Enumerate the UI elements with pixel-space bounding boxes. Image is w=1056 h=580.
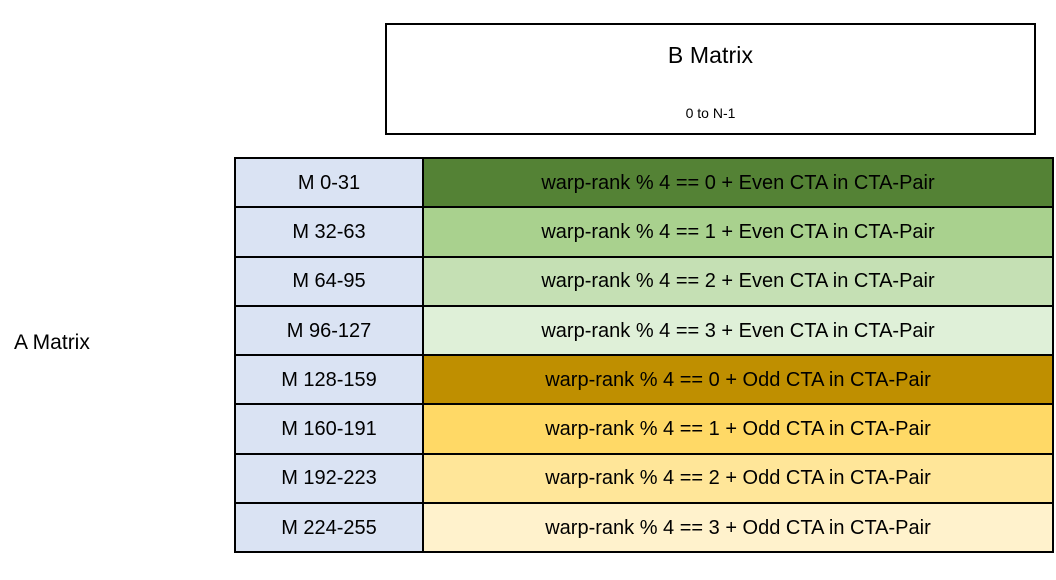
row-description-cell: warp-rank % 4 == 0 + Even CTA in CTA-Pai… — [422, 156, 1054, 209]
row-description-cell: warp-rank % 4 == 1 + Odd CTA in CTA-Pair — [422, 403, 1054, 455]
b-matrix-range-label: 0 to N-1 — [685, 105, 736, 121]
row-description-cell: warp-rank % 4 == 3 + Odd CTA in CTA-Pair — [422, 502, 1054, 554]
row-description-cell: warp-rank % 4 == 1 + Even CTA in CTA-Pai… — [422, 206, 1054, 258]
row-label-cell: M 128-159 — [234, 354, 424, 406]
row-description-cell: warp-rank % 4 == 3 + Even CTA in CTA-Pai… — [422, 304, 1054, 357]
row-label-cell: M 224-255 — [234, 502, 424, 554]
row-label-cell: M 96-127 — [234, 304, 424, 357]
b-matrix-box: B Matrix 0 to N-1 — [385, 23, 1036, 135]
row-label-cell: M 64-95 — [234, 255, 424, 307]
row-description-cell: warp-rank % 4 == 2 + Odd CTA in CTA-Pair — [422, 452, 1054, 505]
row-label-cell: M 0-31 — [234, 156, 424, 209]
row-label-cell: M 32-63 — [234, 206, 424, 258]
row-description-cell: warp-rank % 4 == 2 + Even CTA in CTA-Pai… — [422, 255, 1054, 307]
b-matrix-title: B Matrix — [667, 42, 754, 68]
row-label-cell: M 160-191 — [234, 403, 424, 455]
a-matrix-label: A Matrix — [14, 331, 90, 354]
row-description-cell: warp-rank % 4 == 0 + Odd CTA in CTA-Pair — [422, 354, 1054, 406]
row-label-cell: M 192-223 — [234, 452, 424, 505]
